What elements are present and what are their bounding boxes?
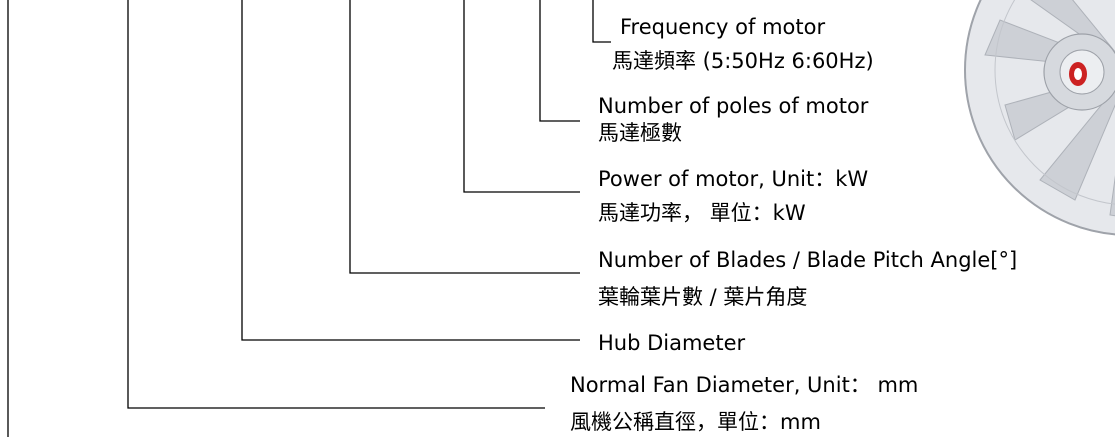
frequency-label-zh: 馬達頻率 (5:50Hz 6:60Hz) <box>612 49 874 73</box>
hub-label-en: Hub Diameter <box>598 331 746 355</box>
diameter-bracket-line <box>127 0 545 409</box>
hub-bracket-line <box>241 0 580 341</box>
frequency-label-en: Frequency of motor <box>620 15 826 39</box>
power-bracket-line <box>463 0 580 193</box>
poles-bracket-line <box>539 0 580 122</box>
poles-label-zh: 馬達極數 <box>598 121 682 145</box>
diameter-label-zh: 風機公稱直徑，單位：mm <box>570 410 821 434</box>
diameter-label-en: Normal Fan Diameter, Unit： mm <box>570 373 919 397</box>
blades-label-en: Number of Blades / Blade Pitch Angle[°] <box>598 248 1018 272</box>
blades-label-zh: 葉輪葉片數 / 葉片角度 <box>598 285 808 309</box>
poles-label-en: Number of poles of motor <box>598 94 869 118</box>
frequency-bracket-line <box>592 0 611 43</box>
blades-bracket-line <box>349 0 580 274</box>
power-label-zh: 馬達功率， 單位：kW <box>598 201 806 225</box>
power-label-en: Power of motor, Unit：kW <box>598 167 869 191</box>
